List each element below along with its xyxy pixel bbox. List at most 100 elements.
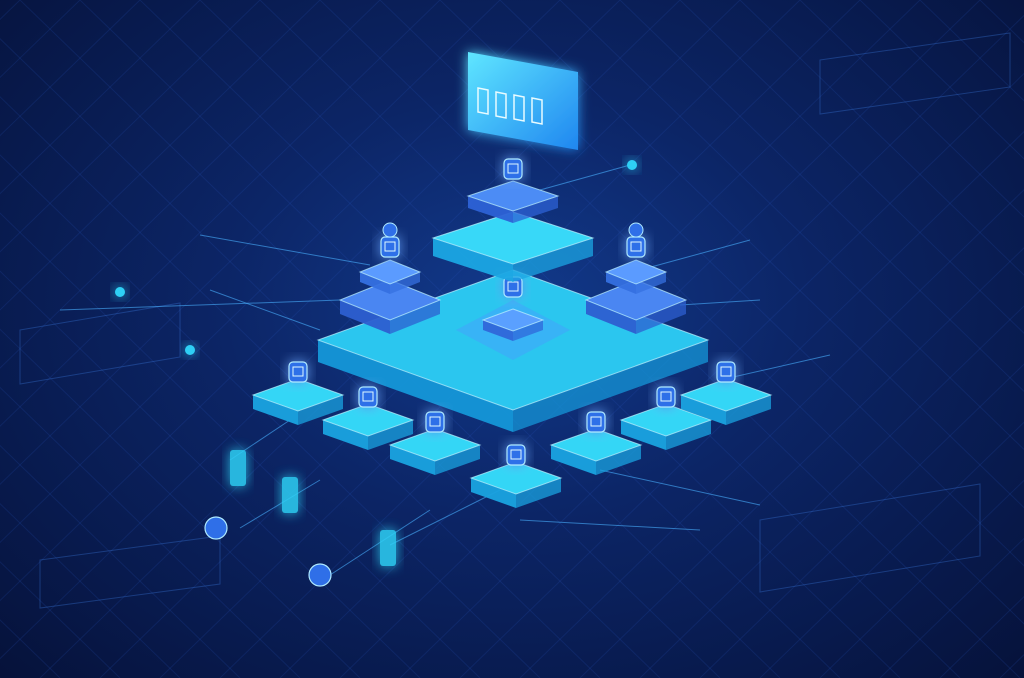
box-right-face bbox=[726, 395, 771, 425]
box-top-face bbox=[388, 428, 482, 462]
grid-line bbox=[859, 0, 1024, 160]
icon-glyph bbox=[510, 449, 522, 460]
box-right-face bbox=[513, 238, 593, 282]
top-platform bbox=[431, 211, 595, 282]
icon-frame bbox=[656, 386, 676, 408]
cube-icon bbox=[506, 444, 526, 466]
box-top-face bbox=[321, 403, 415, 437]
box-left-face bbox=[621, 420, 666, 450]
cube-icon bbox=[425, 411, 445, 433]
box-right-face bbox=[435, 445, 480, 475]
cube-icon bbox=[358, 386, 378, 408]
connector-line bbox=[59, 299, 341, 311]
base-tile bbox=[549, 428, 643, 475]
base-tile bbox=[469, 461, 563, 508]
grid-line bbox=[0, 0, 201, 195]
box-right-face bbox=[596, 445, 641, 475]
box-right-face bbox=[516, 478, 561, 508]
lock-icon bbox=[204, 516, 228, 540]
base-tile bbox=[679, 378, 773, 425]
top-monitor bbox=[468, 52, 578, 150]
lock-icon bbox=[308, 563, 332, 587]
box-left-face bbox=[433, 238, 513, 282]
icon-frame bbox=[503, 158, 523, 180]
connector-line bbox=[719, 354, 831, 381]
grid-line bbox=[519, 189, 1024, 678]
icon-glyph bbox=[507, 163, 519, 174]
box-right-face bbox=[513, 320, 543, 341]
box-left-face bbox=[390, 445, 435, 475]
box-top-face bbox=[358, 259, 422, 285]
grid-line bbox=[739, 0, 1024, 276]
bar-glyph-icon bbox=[477, 87, 543, 125]
box-left-face bbox=[253, 395, 298, 425]
grid-line bbox=[0, 212, 481, 678]
grid-line bbox=[459, 131, 1024, 678]
cube-icon bbox=[656, 386, 676, 408]
platform-layers bbox=[204, 158, 773, 587]
grid-line bbox=[879, 537, 1024, 678]
grid-line bbox=[0, 328, 361, 678]
icon-glyph bbox=[384, 241, 396, 252]
pin-icon bbox=[628, 222, 644, 238]
box-top-face bbox=[679, 378, 773, 412]
grid-line bbox=[399, 72, 1024, 678]
box-right-face bbox=[390, 272, 420, 294]
connector-line bbox=[679, 299, 761, 306]
icon-glyph bbox=[720, 366, 732, 377]
icon-frame bbox=[288, 361, 308, 383]
circuit-panel bbox=[39, 535, 221, 609]
box-right-face bbox=[390, 300, 440, 334]
icon-frame bbox=[626, 236, 646, 258]
box-left-face bbox=[551, 445, 596, 475]
box-left-face bbox=[340, 300, 390, 334]
box-left-face bbox=[360, 272, 390, 294]
grid-line bbox=[499, 0, 1024, 509]
monitor-screen bbox=[468, 52, 578, 150]
side-stack-node bbox=[380, 236, 400, 258]
side-stack-node bbox=[626, 236, 646, 258]
grid-line bbox=[639, 305, 1024, 678]
cube-icon bbox=[288, 361, 308, 383]
grid-line bbox=[0, 0, 261, 253]
grid-line bbox=[0, 154, 541, 678]
icon-frame bbox=[358, 386, 378, 408]
server-icon bbox=[282, 477, 298, 513]
box-left-face bbox=[483, 320, 513, 341]
cube-icon bbox=[586, 411, 606, 433]
box-right-face bbox=[513, 340, 708, 432]
box-top-face bbox=[469, 461, 563, 495]
icon-glyph bbox=[660, 391, 672, 402]
top-block bbox=[466, 180, 560, 223]
cloud-icon bbox=[503, 158, 523, 180]
grid-line bbox=[619, 0, 1024, 392]
icon-glyph bbox=[292, 366, 304, 377]
box-top-face bbox=[481, 308, 545, 332]
box-left-face bbox=[471, 478, 516, 508]
box-left-face bbox=[318, 340, 513, 432]
box-right-face bbox=[636, 300, 686, 334]
box-left-face bbox=[586, 300, 636, 334]
grid-line bbox=[0, 502, 181, 678]
icon-frame bbox=[506, 444, 526, 466]
grid-line bbox=[679, 0, 1024, 334]
box-top-face bbox=[584, 279, 688, 321]
box-left-face bbox=[323, 420, 368, 450]
connector-line bbox=[199, 234, 371, 266]
grid-line bbox=[0, 0, 441, 427]
box-right-face bbox=[636, 272, 666, 294]
grid-line bbox=[0, 561, 121, 678]
connector-line bbox=[239, 479, 321, 529]
grid-line bbox=[559, 0, 1024, 451]
grid-line bbox=[579, 247, 1024, 678]
pin-icon bbox=[382, 222, 398, 238]
icon-glyph bbox=[362, 391, 374, 402]
circuit-panel bbox=[819, 32, 1011, 115]
connector-dot bbox=[627, 160, 637, 170]
icon-glyph bbox=[429, 416, 441, 427]
base-tile bbox=[251, 378, 345, 425]
connector-line bbox=[209, 289, 321, 331]
side-stack-upper bbox=[604, 259, 668, 294]
box-left-face bbox=[468, 196, 513, 223]
box-right-face bbox=[368, 420, 413, 450]
